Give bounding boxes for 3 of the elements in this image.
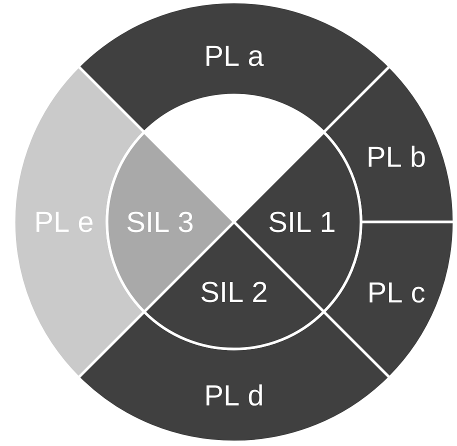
node-label: PL b <box>368 146 425 168</box>
node-label: PL c <box>370 282 425 303</box>
node-label: PL d <box>206 384 262 406</box>
